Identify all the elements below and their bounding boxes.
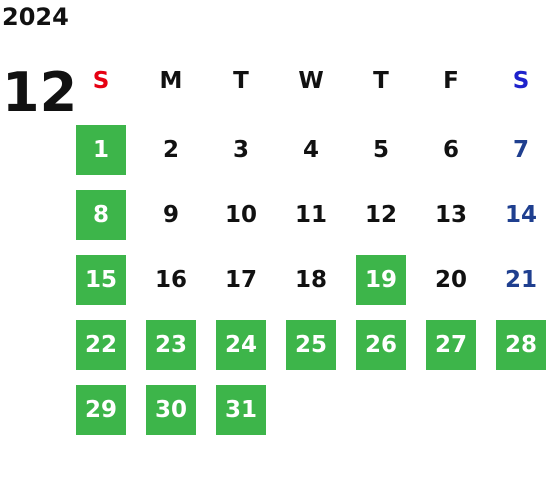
calendar-year: 2024 <box>2 3 69 31</box>
day-cell-24[interactable]: 24 <box>216 320 266 370</box>
weekday-header-wed: W <box>298 68 324 94</box>
weekday-header-fri: F <box>443 68 459 94</box>
day-cell-22[interactable]: 22 <box>76 320 126 370</box>
weekday-header-thu: T <box>373 68 389 94</box>
weekday-header-tue: T <box>233 68 249 94</box>
day-cell-17[interactable]: 17 <box>224 267 257 293</box>
day-cell-16[interactable]: 16 <box>154 267 187 293</box>
day-cell-23[interactable]: 23 <box>146 320 196 370</box>
day-cell-29[interactable]: 29 <box>76 385 126 435</box>
day-cell-1[interactable]: 1 <box>76 125 126 175</box>
day-cell-21[interactable]: 21 <box>504 267 537 293</box>
day-cell-10[interactable]: 10 <box>224 202 257 228</box>
day-cell-2[interactable]: 2 <box>162 137 179 163</box>
day-cell-11[interactable]: 11 <box>294 202 327 228</box>
day-cell-14[interactable]: 14 <box>504 202 537 228</box>
weekday-header-sat: S <box>512 68 530 94</box>
day-cell-8[interactable]: 8 <box>76 190 126 240</box>
day-cell-6[interactable]: 6 <box>442 137 459 163</box>
day-cell-18[interactable]: 18 <box>294 267 327 293</box>
weekday-header-mon: M <box>159 68 183 94</box>
day-cell-5[interactable]: 5 <box>372 137 389 163</box>
day-cell-28[interactable]: 28 <box>496 320 546 370</box>
day-cell-20[interactable]: 20 <box>434 267 467 293</box>
day-cell-7[interactable]: 7 <box>512 137 529 163</box>
day-cell-13[interactable]: 13 <box>434 202 467 228</box>
day-cell-30[interactable]: 30 <box>146 385 196 435</box>
day-cell-15[interactable]: 15 <box>76 255 126 305</box>
day-cell-4[interactable]: 4 <box>302 137 319 163</box>
day-cell-12[interactable]: 12 <box>364 202 397 228</box>
day-cell-25[interactable]: 25 <box>286 320 336 370</box>
calendar-month: 12 <box>2 61 78 124</box>
day-cell-9[interactable]: 9 <box>162 202 179 228</box>
day-cell-31[interactable]: 31 <box>216 385 266 435</box>
weekday-header-sun: S <box>92 68 110 94</box>
day-cell-26[interactable]: 26 <box>356 320 406 370</box>
day-cell-3[interactable]: 3 <box>232 137 249 163</box>
day-cell-19[interactable]: 19 <box>356 255 406 305</box>
day-cell-27[interactable]: 27 <box>426 320 476 370</box>
